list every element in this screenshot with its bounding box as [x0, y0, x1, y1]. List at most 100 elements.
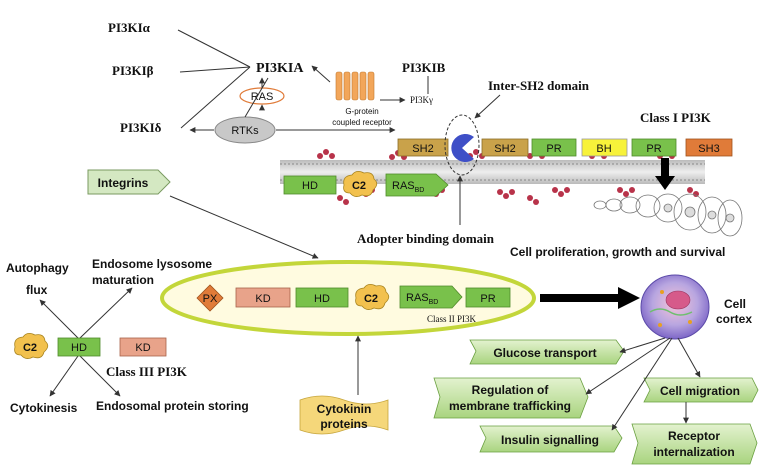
receptor-internalization-box: [631, 423, 758, 465]
cytokinin-label-1: Cytokinin: [317, 402, 372, 416]
class2-rasbd-label: RASBD: [406, 292, 438, 306]
glucose-transport-box: [469, 339, 625, 365]
class1-sh2-box-1: [397, 138, 449, 157]
class2-c2-label: C2: [364, 293, 378, 305]
class1-hd-box: [283, 175, 337, 195]
class2-thick-arrow-shaft: [540, 294, 620, 302]
cytokinin-label-2: proteins: [320, 417, 368, 431]
dividing-cells-icon: [593, 193, 743, 237]
class2-rasbd-box: [399, 285, 463, 309]
arrow-cell-trafficking: [585, 337, 671, 395]
class2-thick-arrow-head: [618, 287, 640, 309]
rtks-label: RTKs: [231, 125, 259, 137]
arrow-hd-endosomal: [79, 355, 121, 397]
class1-rasbd-box: [385, 173, 449, 197]
class1-bh-label: BH: [596, 143, 611, 155]
class3-c2-cloud: [14, 333, 49, 359]
insulin-signalling-label: Insulin signalling: [501, 433, 599, 447]
class3-title: Class III PI3K: [106, 364, 188, 379]
endosome-label-2: maturation: [92, 273, 154, 287]
class1-title: Class I PI3K: [640, 110, 712, 125]
integrins-group: Integrins: [87, 169, 319, 259]
gpcr-label-2: coupled receptor: [332, 118, 392, 127]
class1-sh2-label-1: SH2: [412, 143, 433, 155]
class2-px-diamond: [196, 284, 224, 312]
class2-pr-label: PR: [480, 293, 495, 305]
inter-sh2-oval: [444, 114, 480, 176]
gpcr-icon: [335, 71, 375, 101]
class1-bh-box: [581, 138, 628, 157]
adopter-label: Adopter binding domain: [357, 231, 495, 246]
pi3ki-beta-label: PI3KIβ: [112, 63, 154, 78]
ras-label: RAS: [251, 91, 274, 103]
class3-hd-box: [57, 337, 101, 357]
arrow-hd-autophagy: [39, 299, 79, 339]
autophagy-label-2: flux: [26, 283, 48, 297]
pi3ki-alpha-label: PI3KIα: [108, 20, 151, 35]
class1-pr-label-2: PR: [646, 143, 661, 155]
class2-px-label: PX: [203, 293, 218, 305]
pi3ki-delta-label: PI3KIδ: [120, 120, 162, 135]
arrow-hd-cytokinesis: [49, 355, 79, 397]
arrow-inter-sh2: [474, 94, 501, 119]
class2-kd-box: [235, 287, 291, 308]
class1-thick-arrow-head: [655, 176, 675, 190]
class1-rasbd-label: RASBD: [392, 180, 424, 194]
class2-kd-label: KD: [255, 293, 270, 305]
arrow-hd-endosome: [79, 287, 133, 339]
receptor-internalization-label-1: Receptor: [668, 429, 720, 443]
inter-sh2-icon: [451, 134, 474, 163]
class2-title: Class II PI3K: [427, 314, 476, 324]
class2-region: PX KD HD C2 RASBD PR Class II PI3K Cell …: [160, 260, 759, 465]
membrane-trafficking-label-2: membrane trafficking: [449, 399, 571, 413]
class3-kd-box: [119, 337, 167, 357]
arrow-rtk-ia: [244, 77, 269, 118]
class1-sh3-box: [685, 138, 733, 157]
class1-thick-arrow-shaft: [661, 158, 669, 178]
cell-cortex-label-1: Cell: [724, 297, 746, 311]
autophagy-label-1: Autophagy: [6, 261, 69, 275]
arrow-cell-glucose: [619, 337, 666, 354]
cytokinin-box: [299, 395, 389, 435]
class3-kd-label: KD: [135, 342, 150, 354]
arrow-cell-migration: [677, 337, 701, 378]
cytokinesis-label: Cytokinesis: [10, 401, 78, 415]
cell-cortex-label-2: cortex: [716, 312, 752, 326]
class1-outcome: Cell proliferation, growth and survival: [510, 245, 725, 259]
class3-region: Autophagy flux Endosome lysosome maturat…: [6, 257, 249, 415]
arrow-ia-beta: [179, 66, 251, 73]
integrins-label: Integrins: [98, 176, 149, 190]
class1-pr-label-1: PR: [546, 143, 561, 155]
arrow-gpcr-ia: [311, 65, 331, 83]
class3-c2-label: C2: [23, 342, 37, 354]
arrow-ia-alpha: [177, 29, 251, 68]
class1-c2-label: C2: [352, 180, 366, 192]
class1-sh2-label-2: SH2: [494, 143, 515, 155]
inter-sh2-label: Inter-SH2 domain: [488, 78, 590, 93]
pi3kib-label: PI3KIB: [402, 60, 446, 75]
membrane-trafficking-label-1: Regulation of: [472, 383, 550, 397]
integrins-box: [87, 169, 171, 195]
endosome-label-1: Endosome lysosome: [92, 257, 212, 271]
class1-sh3-label: SH3: [698, 143, 719, 155]
arrow-cell-insulin: [611, 337, 673, 431]
class2-hd-box: [295, 287, 349, 308]
receptor-internalization-label-2: internalization: [653, 445, 734, 459]
class1-pr-box-2: [631, 138, 677, 157]
gpcr-label-1: G-protein: [345, 107, 378, 116]
class3-hd-label: HD: [71, 342, 87, 354]
class2-c2-cloud: [355, 284, 390, 310]
class1-region: Inter-SH2 domain Class I PI3K SH2: [280, 78, 743, 259]
endosomal-label: Endosomal protein storing: [96, 399, 249, 413]
class1-sh2-box-2: [481, 138, 529, 157]
cell-migration-label: Cell migration: [660, 384, 740, 398]
class2-pr-box: [465, 287, 511, 308]
glucose-transport-label: Glucose transport: [493, 346, 596, 360]
class1-pr-box-1: [531, 138, 577, 157]
arrow-ia-delta: [180, 66, 251, 129]
arrow-integrins-class2: [169, 195, 319, 259]
isoform-network: PI3KIα PI3KIβ PI3KIδ PI3KIA PI3KIB PI3Kγ…: [108, 20, 446, 144]
class2-hd-label: HD: [314, 293, 330, 305]
pi3k-gamma-label: PI3Kγ: [410, 95, 433, 105]
